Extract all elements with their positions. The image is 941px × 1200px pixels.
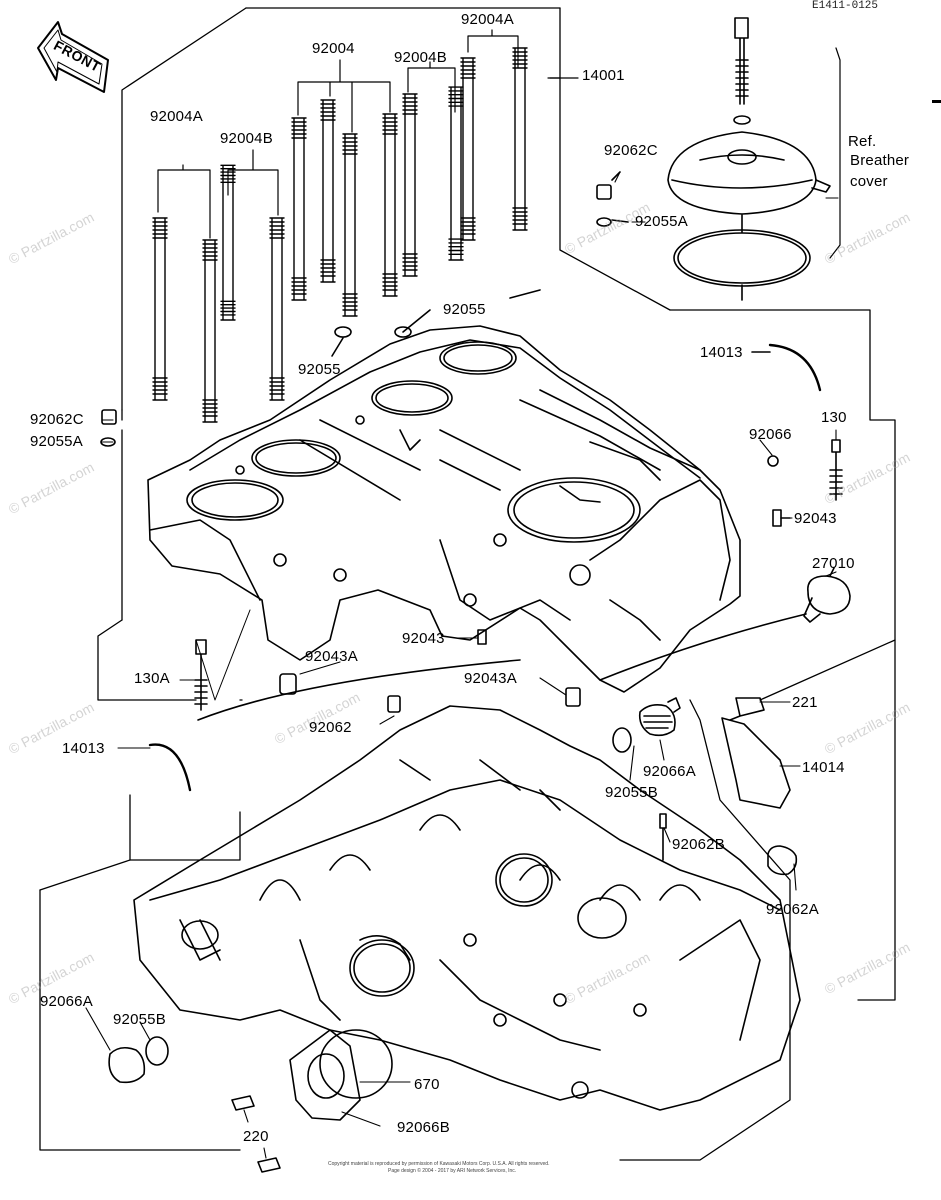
part-label-27010[interactable]: 27010 [812,555,855,572]
part-label-92062A[interactable]: 92062A [766,901,819,918]
part-label-92062B[interactable]: 92062B [672,836,725,853]
part-label-92043A-mid[interactable]: 92043A [464,670,517,687]
part-label-92004B-left[interactable]: 92004B [220,130,273,147]
part-label-221[interactable]: 221 [792,694,818,711]
part-label-92055-left[interactable]: 92055 [298,361,341,378]
part-label-130A[interactable]: 130A [134,670,170,687]
part-label-14014[interactable]: 14014 [802,759,845,776]
part-label-92043A-left[interactable]: 92043A [305,648,358,665]
edge-mark [932,100,941,103]
diagram-code: E1411-0125 [812,0,879,12]
part-label-92055B-right[interactable]: 92055B [605,784,658,801]
part-label-14013-top[interactable]: 14013 [700,344,743,361]
part-label-92004[interactable]: 92004 [312,40,355,57]
label-leaders [86,172,838,1158]
part-label-92004A-left[interactable]: 92004A [150,108,203,125]
part-label-92066A-left[interactable]: 92066A [40,993,93,1010]
part-label-92066A-right[interactable]: 92066A [643,763,696,780]
part-label-92004A-top[interactable]: 92004A [461,11,514,28]
lower-crankcase [134,706,800,1110]
part-label-92066[interactable]: 92066 [749,426,792,443]
small-parts-bottom [109,698,796,1172]
part-label-92062[interactable]: 92062 [309,719,352,736]
ref-breather-label-2: Breather [850,152,910,169]
part-label-92043-mid[interactable]: 92043 [402,630,445,647]
copyright-line-2: Page design © 2004 - 2017 by ARI Network… [388,1168,517,1174]
part-label-130[interactable]: 130 [821,409,847,426]
part-label-14001[interactable]: 14001 [582,67,625,84]
upper-crankcase [148,326,740,692]
part-label-14013-left[interactable]: 14013 [62,740,105,757]
copyright-line-1: Copyright material is reproduced by perm… [328,1161,550,1167]
part-label-670[interactable]: 670 [414,1076,440,1093]
part-label-92055B-left[interactable]: 92055B [113,1011,166,1028]
stud-leaders [158,30,578,238]
upper-group-frame [98,8,895,700]
part-label-92066B[interactable]: 92066B [397,1119,450,1136]
part-label-92055-right[interactable]: 92055 [443,301,486,318]
part-label-92055A-top[interactable]: 92055A [635,213,688,230]
part-label-92055A-left[interactable]: 92055A [30,433,83,450]
part-label-92062C-top[interactable]: 92062C [604,142,658,159]
small-parts-top [332,172,820,390]
ref-breather-label-3: cover [850,173,888,190]
small-parts-mid [101,410,850,790]
part-label-220[interactable]: 220 [243,1128,269,1145]
lower-group-frame [40,640,895,1160]
part-label-92004B-top[interactable]: 92004B [394,49,447,66]
part-label-92043-right[interactable]: 92043 [794,510,837,527]
part-label-92062C-left[interactable]: 92062C [30,411,84,428]
breather-cover [668,18,830,300]
ref-breather-label-1: Ref. [848,133,877,150]
front-arrow-icon [38,22,108,92]
cylinder-studs [153,47,528,423]
